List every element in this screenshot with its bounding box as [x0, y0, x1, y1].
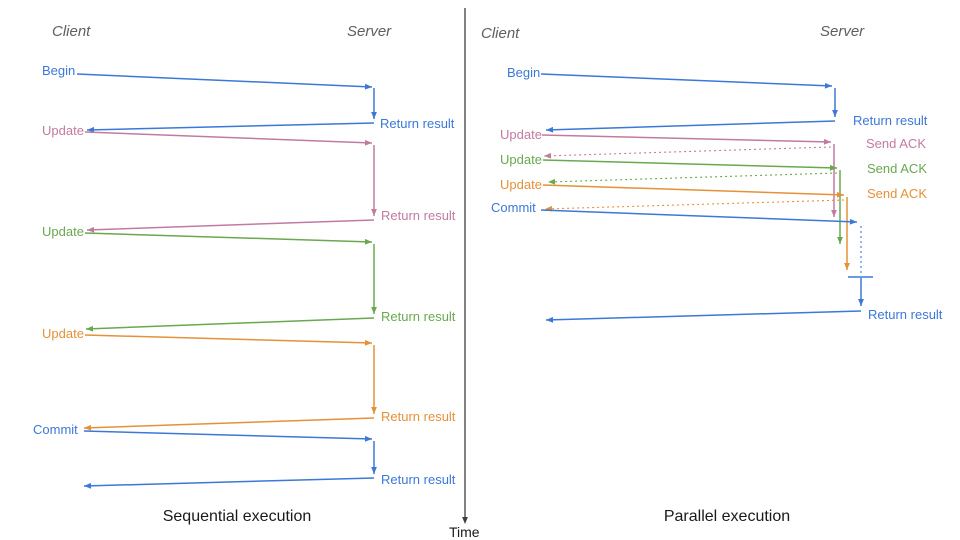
message-label: Return result	[868, 307, 943, 322]
message-label: Return result	[381, 208, 456, 223]
update2-return-arrowhead-icon	[86, 325, 94, 332]
commit-process-arrowhead-icon	[371, 467, 377, 474]
message-label: Return result	[380, 116, 455, 131]
commit-request-arrowhead-icon	[364, 435, 372, 442]
update2-process-arrowhead-icon	[837, 237, 843, 244]
begin-request-arrowhead-icon	[364, 83, 372, 90]
update3-process-arrowhead-icon	[844, 263, 850, 270]
arrow-update1-request	[541, 134, 832, 143]
arrow-begin-return	[86, 122, 375, 131]
message-label: Update	[42, 123, 84, 138]
message-label: Commit	[33, 422, 78, 437]
update3-return-arrowhead-icon	[84, 424, 92, 431]
update2-ack-arrowhead-icon	[548, 178, 556, 185]
update1-ack-arrowhead-icon	[544, 152, 552, 159]
message-label: Return result	[381, 409, 456, 424]
arrow-update3-return	[83, 417, 375, 429]
arrow-update3-request	[84, 334, 373, 344]
arrow-commit-return	[545, 310, 862, 321]
message-label: Commit	[491, 200, 536, 215]
message-label: Update	[500, 127, 542, 142]
message-label: Update	[42, 326, 84, 341]
update3-process-arrowhead-icon	[371, 407, 377, 414]
arrow-commit-return	[83, 477, 375, 487]
arrow-update2-ack	[547, 172, 838, 183]
message-label: Send ACK	[867, 161, 927, 176]
arrow-commit-request	[83, 430, 373, 440]
message-label: Begin	[42, 63, 75, 78]
message-label: Update	[500, 152, 542, 167]
message-label: Return result	[381, 472, 456, 487]
begin-return-arrowhead-icon	[87, 126, 95, 133]
arrow-update3-ack	[544, 199, 845, 210]
time-axis-label: Time	[449, 524, 480, 540]
message-label: Return result	[381, 309, 456, 324]
commit-return-arrowhead-icon	[546, 316, 554, 323]
arrow-update2-request	[542, 159, 838, 169]
message-label: Send ACK	[866, 136, 926, 151]
commit-request-arrowhead-icon	[849, 218, 857, 225]
commit-process-arrowhead-icon	[858, 299, 864, 306]
message-label: Return result	[853, 113, 928, 128]
message-label: Update	[500, 177, 542, 192]
update2-request-arrowhead-icon	[829, 164, 837, 171]
update1-process-arrowhead-icon	[831, 210, 837, 217]
update3-request-arrowhead-icon	[836, 191, 844, 198]
arrow-commit-request	[540, 209, 858, 223]
commit-return-arrowhead-icon	[84, 482, 92, 489]
arrow-update1-ack	[543, 146, 832, 157]
arrow-begin-request	[76, 73, 373, 88]
message-label: Begin	[507, 65, 540, 80]
update2-request-arrowhead-icon	[364, 238, 372, 245]
panel-title: Parallel execution	[664, 508, 790, 525]
update1-request-arrowhead-icon	[823, 138, 831, 145]
message-label: Send ACK	[867, 186, 927, 201]
begin-request-arrowhead-icon	[824, 82, 832, 89]
begin-process-arrowhead-icon	[371, 112, 377, 119]
time-axis-arrowhead-icon	[462, 517, 468, 524]
arrow-update2-return	[85, 317, 375, 330]
message-label: Update	[42, 224, 84, 239]
update1-process-arrowhead-icon	[371, 209, 377, 216]
actor-label-server: Server	[820, 23, 865, 40]
arrow-update3-request	[542, 184, 845, 196]
panel-title: Sequential execution	[163, 508, 312, 525]
actor-label-client: Client	[52, 23, 91, 40]
actor-label-server: Server	[347, 23, 392, 40]
update2-process-arrowhead-icon	[371, 307, 377, 314]
arrow-begin-return	[545, 120, 836, 131]
begin-return-arrowhead-icon	[546, 126, 554, 133]
begin-process-arrowhead-icon	[832, 110, 838, 117]
update3-request-arrowhead-icon	[364, 339, 372, 346]
actor-label-client: Client	[481, 25, 520, 42]
update1-return-arrowhead-icon	[87, 226, 95, 233]
arrow-update1-request	[84, 131, 373, 144]
arrow-update2-request	[84, 232, 373, 243]
update1-request-arrowhead-icon	[364, 139, 372, 146]
arrow-begin-request	[540, 73, 833, 87]
arrow-update1-return	[86, 219, 375, 231]
